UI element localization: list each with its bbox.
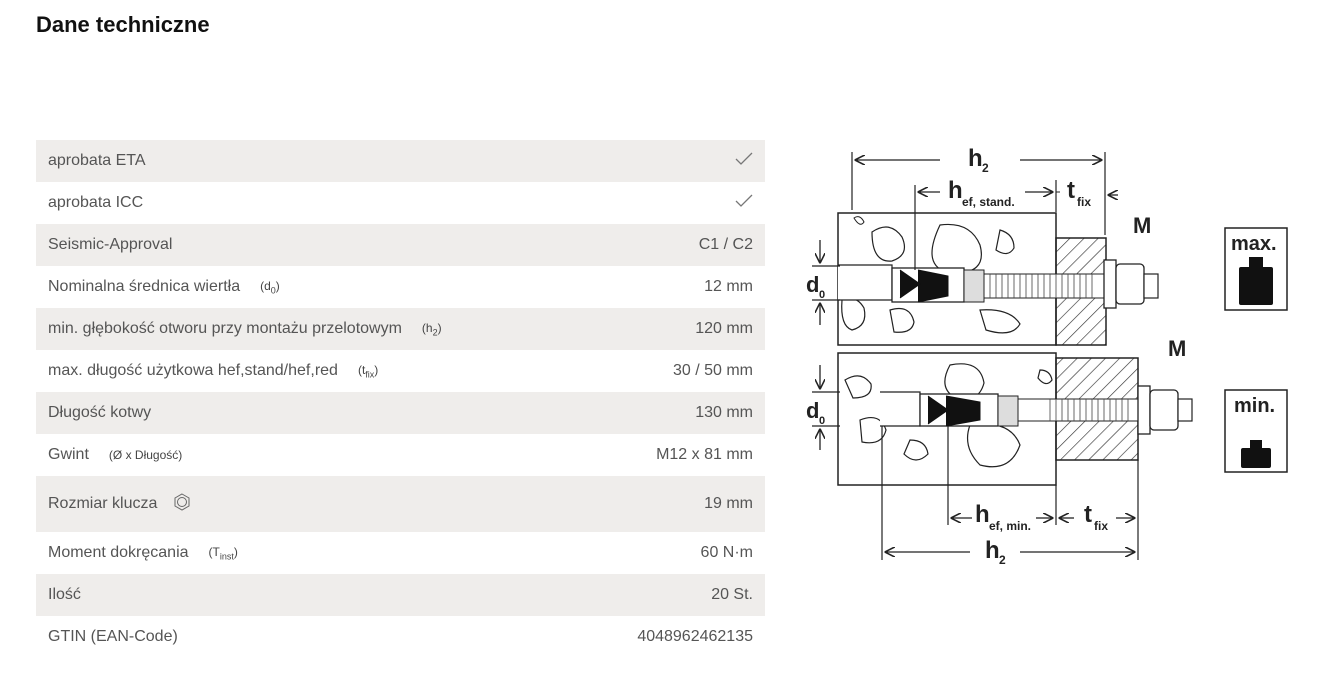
spec-row-drill-diameter: Nominalna średnica wiertła (d0) 12 mm	[36, 266, 765, 308]
max-load-badge-label: max.	[1231, 233, 1277, 255]
spec-label: min. głębokość otworu przy montażu przel…	[48, 320, 402, 337]
spec-symbol: (Ø x Długość)	[108, 448, 183, 462]
diagram-label-hef-stand: h	[948, 177, 963, 204]
spec-row-eta: aprobata ETA	[36, 140, 765, 182]
spec-value: 120 mm	[695, 320, 753, 337]
spec-symbol: (Tinst)	[208, 544, 238, 562]
diagram-label-tfix-bottom: t	[1084, 501, 1092, 528]
spec-row-thread: Gwint (Ø x Długość) M12 x 81 mm	[36, 434, 765, 476]
checkmark-icon	[735, 194, 753, 213]
diagram-label-h2: h	[968, 145, 983, 172]
spec-row-wrench-size: Rozmiar klucza 19 mm	[36, 476, 765, 532]
diagram-label-tfix-top: t	[1067, 177, 1075, 204]
specs-table: aprobata ETA aprobata ICC Seismic-Approv…	[36, 140, 765, 658]
svg-text:ef, stand.: ef, stand.	[962, 195, 1015, 209]
spec-label: Długość kotwy	[48, 404, 152, 421]
diagram-label-d0-top: d	[806, 272, 819, 297]
spec-label: Ilość	[48, 586, 81, 603]
spec-label: Seismic-Approval	[48, 236, 173, 253]
svg-text:2: 2	[982, 161, 989, 175]
spec-label: max. długość użytkowa hef,stand/hef,red	[48, 362, 338, 379]
weight-icon	[1239, 257, 1273, 305]
svg-text:0: 0	[819, 415, 825, 427]
svg-text:ef, min.: ef, min.	[989, 519, 1031, 533]
spec-row-seismic: Seismic-Approval C1 / C2	[36, 224, 765, 266]
spec-value: M12 x 81 mm	[656, 446, 753, 463]
spec-label: GTIN (EAN-Code)	[48, 628, 178, 645]
spec-row-quantity: Ilość 20 St.	[36, 574, 765, 616]
anchor-bottom-min: M d 0 h ef, min. t fix h 2 min.	[806, 336, 1288, 567]
spec-value: 60 N·m	[700, 544, 753, 561]
diagram-label-m-top: M	[1133, 213, 1151, 238]
spec-label: Moment dokręcania	[48, 544, 189, 561]
page-title: Dane techniczne	[36, 12, 210, 37]
spec-label: aprobata ICC	[48, 194, 144, 211]
spec-value: 30 / 50 mm	[672, 362, 753, 379]
diagram-label-m-bottom: M	[1168, 336, 1186, 361]
spec-label: Nominalna średnica wiertła	[48, 278, 241, 295]
diagram-label-d0-bottom: d	[806, 398, 819, 423]
spec-row-usable-length: max. długość użytkowa hef,stand/hef,red …	[36, 350, 765, 392]
spec-row-hole-depth: min. głębokość otworu przy montażu przel…	[36, 308, 765, 350]
min-load-badge-label: min.	[1234, 395, 1275, 417]
spec-symbol: (tfix)	[357, 362, 379, 380]
spec-value: 12 mm	[704, 278, 753, 295]
spec-row-icc: aprobata ICC	[36, 182, 765, 224]
spec-label: Gwint	[48, 446, 89, 463]
spec-value: 19 mm	[704, 495, 753, 512]
spec-value: 130 mm	[695, 404, 753, 421]
weight-icon	[1241, 440, 1271, 468]
spec-value: 4048962462135	[637, 628, 753, 645]
spec-row-gtin: GTIN (EAN-Code) 4048962462135	[36, 616, 765, 658]
spec-symbol: (h2)	[421, 320, 442, 338]
spec-row-anchor-length: Długość kotwy 130 mm	[36, 392, 765, 434]
svg-text:fix: fix	[1094, 519, 1108, 533]
diagram-label-h2-bottom: h	[985, 537, 1000, 564]
svg-text:fix: fix	[1077, 195, 1091, 209]
hexagon-icon	[157, 492, 191, 516]
spec-symbol: (d0)	[260, 278, 280, 296]
anchor-top-max: h 2 h ef, stand. t fix M d 0 max.	[806, 145, 1288, 346]
diagram-label-hef-min: h	[975, 501, 990, 528]
spec-row-torque: Moment dokręcania (Tinst) 60 N·m	[36, 532, 765, 574]
svg-text:2: 2	[999, 553, 1006, 567]
checkmark-icon	[735, 152, 753, 171]
spec-label: Rozmiar klucza	[48, 495, 158, 512]
spec-value: C1 / C2	[698, 236, 753, 253]
spec-label: aprobata ETA	[48, 152, 146, 169]
anchor-installation-diagram: h 2 h ef, stand. t fix M d 0 max.	[806, 145, 1288, 567]
spec-value: 20 St.	[711, 586, 753, 603]
svg-text:0: 0	[819, 289, 825, 301]
